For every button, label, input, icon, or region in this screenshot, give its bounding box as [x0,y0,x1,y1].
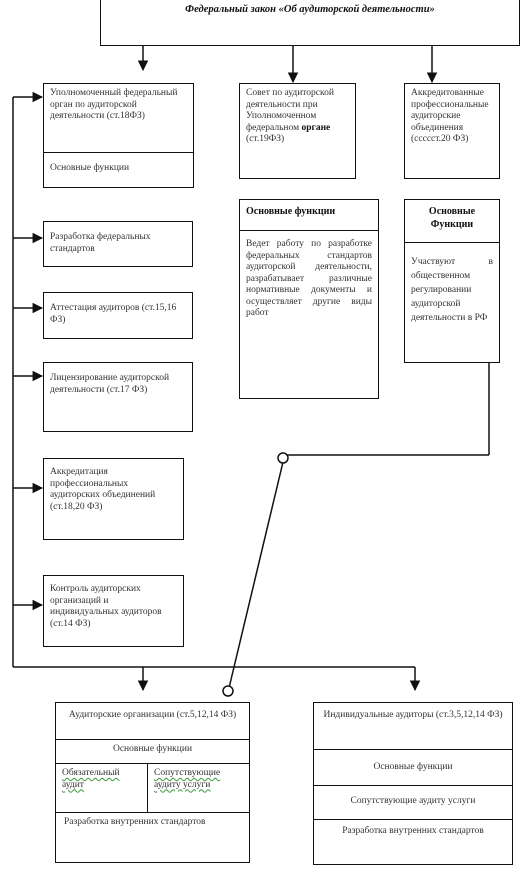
council-title-bold: органе [301,122,331,133]
audit-orgs-title: Аудиторские организации (ст.5,12,14 ФЗ) [68,710,237,720]
audit-orgs-right-cell: Сопутствующие аудиту услуги [148,764,249,812]
individual-functions-label: Основные функции [314,749,512,785]
individual-services: Сопутствующие аудиту услуги [314,785,512,819]
authority-title: Уполномоченный федеральный орган по ауди… [50,88,178,121]
connector-node-top [277,452,289,464]
audit-orgs-split-row: Обязательный аудит Сопутствующие аудиту … [56,763,249,812]
function-box-licensing: Лицензирование аудиторской деятельности … [43,362,193,432]
council-functions-box: Основные функции Ведет работу по разрабо… [239,199,379,399]
authority-box: Уполномоченный федеральный орган по ауди… [43,83,194,188]
function-label-licensing: Лицензирование аудиторской деятельности … [50,373,170,395]
accredited-title: Аккредитованные профессиональные аудитор… [411,88,489,144]
audit-orgs-box: Аудиторские организации (ст.5,12,14 ФЗ) … [55,702,250,863]
function-label-standards: Разработка федеральных стандартов [50,232,151,254]
function-box-control: Контроль аудиторских организаций и индив… [43,575,184,647]
council-functions-body: Ведет работу по разработке федеральных с… [240,230,378,324]
function-label-accreditation: Аккредитация профессиональных аудиторски… [50,467,156,512]
audit-orgs-bottom: Разработка внутренних стандартов [56,812,249,833]
audit-orgs-left-text: Обязательный аудит [62,768,120,790]
accredited-functions-body: Участвуют в общественном регулировании а… [405,242,499,329]
council-title-main: Совет по аудиторской деятельности при Уп… [246,88,334,133]
audit-orgs-functions-label: Основные функции [56,739,249,763]
authority-functions-label: Основные функции [44,152,193,188]
diagonal-connector-line [228,461,284,689]
council-box: Совет по аудиторской деятельности при Уп… [239,83,356,179]
law-box: Федеральный закон «Об аудиторской деятел… [100,0,520,46]
connector-node-bottom [222,685,234,697]
function-label-control: Контроль аудиторских организаций и индив… [50,584,162,629]
council-functions-heading: Основные функции [246,206,336,217]
function-box-standards: Разработка федеральных стандартов [43,221,193,267]
council-title: Совет по аудиторской деятельности при Уп… [240,84,355,150]
accredited-functions-heading: Основные Функции [428,206,476,230]
function-label-attestation: Аттестация аудиторов (ст.15,16 ФЗ) [50,303,177,325]
accredited-box: Аккредитованные профессиональные аудитор… [404,83,500,179]
audit-orgs-left-cell: Обязательный аудит [56,764,148,812]
council-title-ref: (ст.19ФЗ) [246,134,285,144]
accredited-functions-box: Основные Функции Участвуют в общественно… [404,199,500,363]
function-box-attestation: Аттестация аудиторов (ст.15,16 ФЗ) [43,292,193,339]
function-box-accreditation: Аккредитация профессиональных аудиторски… [43,458,184,540]
individual-bottom: Разработка внутренних стандартов [314,819,512,838]
individual-box: Индивидуальные аудиторы (ст.3,5,12,14 ФЗ… [313,702,513,865]
audit-orgs-right-text: Сопутствующие аудиту услуги [154,768,221,790]
law-title: Федеральный закон «Об аудиторской деятел… [185,4,435,15]
individual-title: Индивидуальные аудиторы (ст.3,5,12,14 ФЗ… [323,710,503,720]
